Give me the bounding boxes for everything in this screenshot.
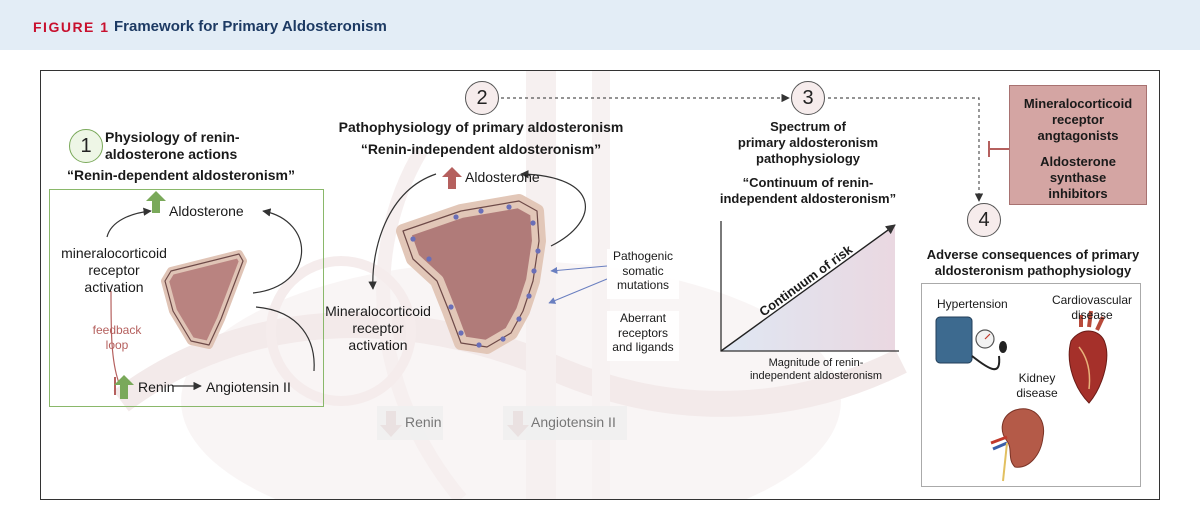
diagram-frame: 1 Physiology of renin- aldosterone actio… <box>40 70 1160 500</box>
hypertension-label: Hypertension <box>937 297 1008 311</box>
aberrant-label-box: Aberrant receptors and ligands <box>607 311 679 361</box>
mr-activation-label-1: mineralocorticoid receptor activation <box>61 245 167 296</box>
panel-2-title: Pathophysiology of primary aldosteronism <box>338 119 624 135</box>
up-arrow-green-renin <box>114 375 134 399</box>
hypertension-cuff-icon <box>935 316 1007 371</box>
figure-title: Framework for Primary Aldosteronism <box>114 18 387 35</box>
kidney-icon <box>990 408 1045 482</box>
continuum-x-label: Magnitude of renin- independent aldoster… <box>749 357 883 383</box>
mutations-label-box: Pathogenic somatic mutations <box>607 249 679 299</box>
mr-activation-label-2: Mineralocorticoid receptor activation <box>325 303 431 354</box>
panel-3-number: 3 <box>791 81 825 115</box>
arrow-aldosterone-to-mr <box>368 173 437 290</box>
nodules <box>410 204 541 348</box>
angiotensin-down-box <box>503 406 627 440</box>
treatment-mra: Mineralocorticoid receptor angtagonists <box>1023 96 1133 143</box>
renin-label-1: Renin <box>138 379 175 395</box>
feedback-line <box>110 290 120 384</box>
heart-icon <box>1068 310 1108 404</box>
feedback-loop-label: feedback loop <box>92 323 142 352</box>
aldosterone-label-1: Aldosterone <box>169 203 244 219</box>
panel-4-number: 4 <box>967 203 1001 237</box>
aldosterone-label-2: Aldosterone <box>465 169 540 185</box>
angiotensin-label-2: Angiotensin II <box>531 414 616 430</box>
panel-1-number: 1 <box>69 129 103 163</box>
kidney-label: Kidney disease <box>1016 371 1058 400</box>
panel-4-box <box>921 283 1141 487</box>
arrow-gland-to-aldosterone <box>520 169 586 247</box>
treatment-box: Mineralocorticoid receptor angtagonists … <box>1009 85 1147 205</box>
renin-label-2: Renin <box>405 414 442 430</box>
arrow-to-aldosterone <box>252 208 303 294</box>
panel-3-subtitle: “Continuum of renin- independent aldoste… <box>719 175 897 206</box>
angiotensin-label-1: Angiotensin II <box>206 379 291 395</box>
panel-1-title: Physiology of renin- aldosterone actions <box>105 129 240 163</box>
up-arrow-red-aldo <box>442 167 462 189</box>
panel-1-subtitle: “Renin-dependent aldosteronism” <box>67 167 295 183</box>
figure-label: FIGURE 1 <box>33 19 110 35</box>
panel-2-number: 2 <box>465 81 499 115</box>
arrow-angio-upward <box>255 306 315 372</box>
cardiovascular-label: Cardiovascular disease <box>1051 293 1133 322</box>
renin-down-box <box>377 406 443 440</box>
panel-1-box <box>49 189 324 407</box>
dashed-arrow-3-to-4 <box>828 97 984 202</box>
arrow-aldo-to-mr <box>106 207 152 238</box>
up-arrow-green-aldo <box>146 191 166 213</box>
panel-4-title: Adverse consequences of primary aldoster… <box>926 247 1140 278</box>
treatment-ass-inhibitors: Aldosterone synthase inhibitors <box>1040 154 1116 201</box>
figure-header: FIGURE 1 Framework for Primary Aldostero… <box>0 0 1200 50</box>
panel-2-subtitle: “Renin-independent aldosteronism” <box>360 141 602 157</box>
panel-3-title: Spectrum of primary aldosteronism pathop… <box>737 119 879 166</box>
continuum-diagonal <box>720 224 896 352</box>
